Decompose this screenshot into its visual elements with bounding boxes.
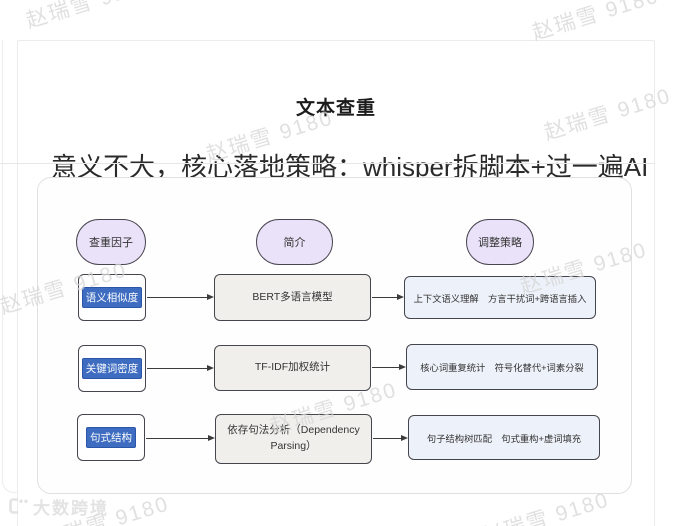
section-divider bbox=[0, 163, 655, 164]
previous-card-edge bbox=[2, 40, 17, 493]
arrow-right-icon bbox=[147, 293, 214, 300]
column-header-intro: 简介 bbox=[256, 219, 333, 265]
arrow-right-icon bbox=[147, 364, 214, 371]
arrow-right-icon bbox=[372, 363, 406, 370]
arrow-right-icon bbox=[373, 434, 408, 441]
strategy-box-structure: 句子结构树匹配 句式重构+虚词填充 bbox=[408, 415, 600, 460]
column-header-strategy: 调整策略 bbox=[466, 219, 534, 265]
arrow-right-icon bbox=[372, 293, 404, 300]
strategy-box-context: 上下文语义理解 方言干扰词+跨语言插入 bbox=[404, 276, 596, 319]
method-box-bert: BERT多语言模型 bbox=[214, 274, 371, 321]
factor-label-selected[interactable]: 语义相似度 bbox=[82, 288, 142, 307]
factor-label-selected[interactable]: 句式结构 bbox=[87, 428, 135, 447]
arrow-right-icon bbox=[146, 434, 215, 441]
flowchart-container: 查重因子 简介 调整策略 语义相似度 BERT多语言模型 上下文语义理解 方言干… bbox=[37, 177, 632, 494]
brand-logo-icon bbox=[8, 497, 29, 516]
factor-box-syntax: 句式结构 bbox=[77, 414, 145, 461]
column-header-factor: 查重因子 bbox=[76, 219, 146, 265]
factor-label-selected[interactable]: 关键词密度 bbox=[82, 359, 142, 378]
method-box-tfidf: TF-IDF加权统计 bbox=[214, 345, 371, 391]
factor-box-keyword: 关键词密度 bbox=[78, 345, 146, 392]
strategy-box-corewords: 核心词重复统计 符号化替代+词素分裂 bbox=[406, 344, 598, 390]
brand-footer: 大数跨境 bbox=[8, 494, 109, 519]
page-title: 文本查重 bbox=[295, 98, 376, 119]
brand-name: 大数跨境 bbox=[33, 499, 109, 518]
method-box-dependency: 依存句法分析（Dependency Parsing） bbox=[215, 414, 372, 464]
factor-box-semantic: 语义相似度 bbox=[78, 274, 146, 321]
watermark: 赵瑞雪 9180 bbox=[23, 0, 157, 33]
